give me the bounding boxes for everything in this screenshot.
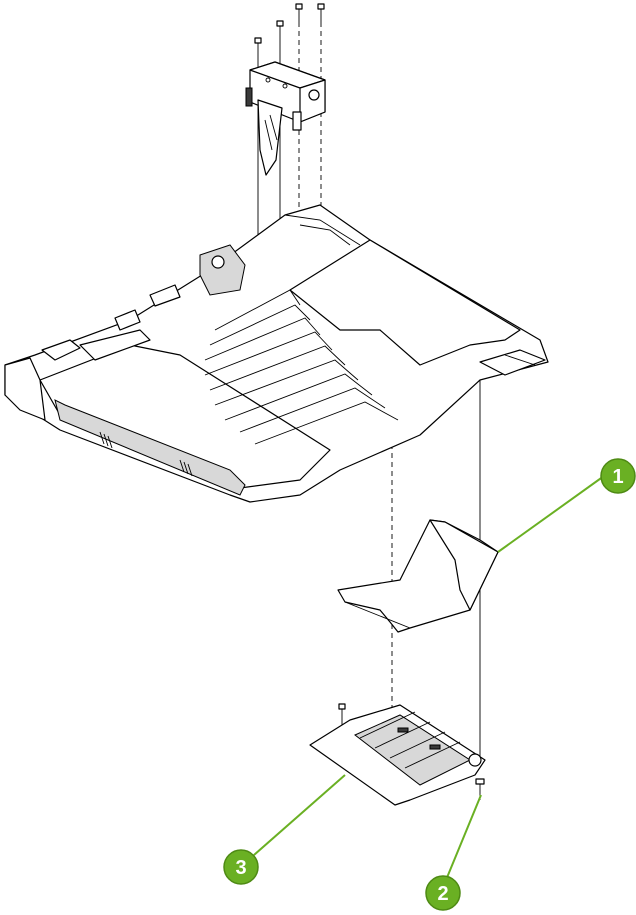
lower-bin-assembly <box>310 704 485 805</box>
bin-extension <box>338 520 498 632</box>
callout-1-number: 1 <box>612 466 623 488</box>
leader-3 <box>254 775 345 855</box>
screw-1 <box>255 38 261 60</box>
callout-3-number: 3 <box>235 857 246 879</box>
output-tray <box>5 205 548 502</box>
screw-3 <box>296 4 302 22</box>
top-screws <box>255 4 324 60</box>
callout-3: 3 <box>224 850 258 884</box>
leader-1 <box>498 476 604 552</box>
lower-bin-screw <box>339 704 345 725</box>
screw-2 <box>277 21 283 45</box>
callout-2-number: 2 <box>437 883 448 905</box>
screw-4 <box>318 4 324 22</box>
leader-2 <box>446 795 481 880</box>
callout-2: 2 <box>426 876 460 910</box>
callout-1: 1 <box>601 459 635 493</box>
